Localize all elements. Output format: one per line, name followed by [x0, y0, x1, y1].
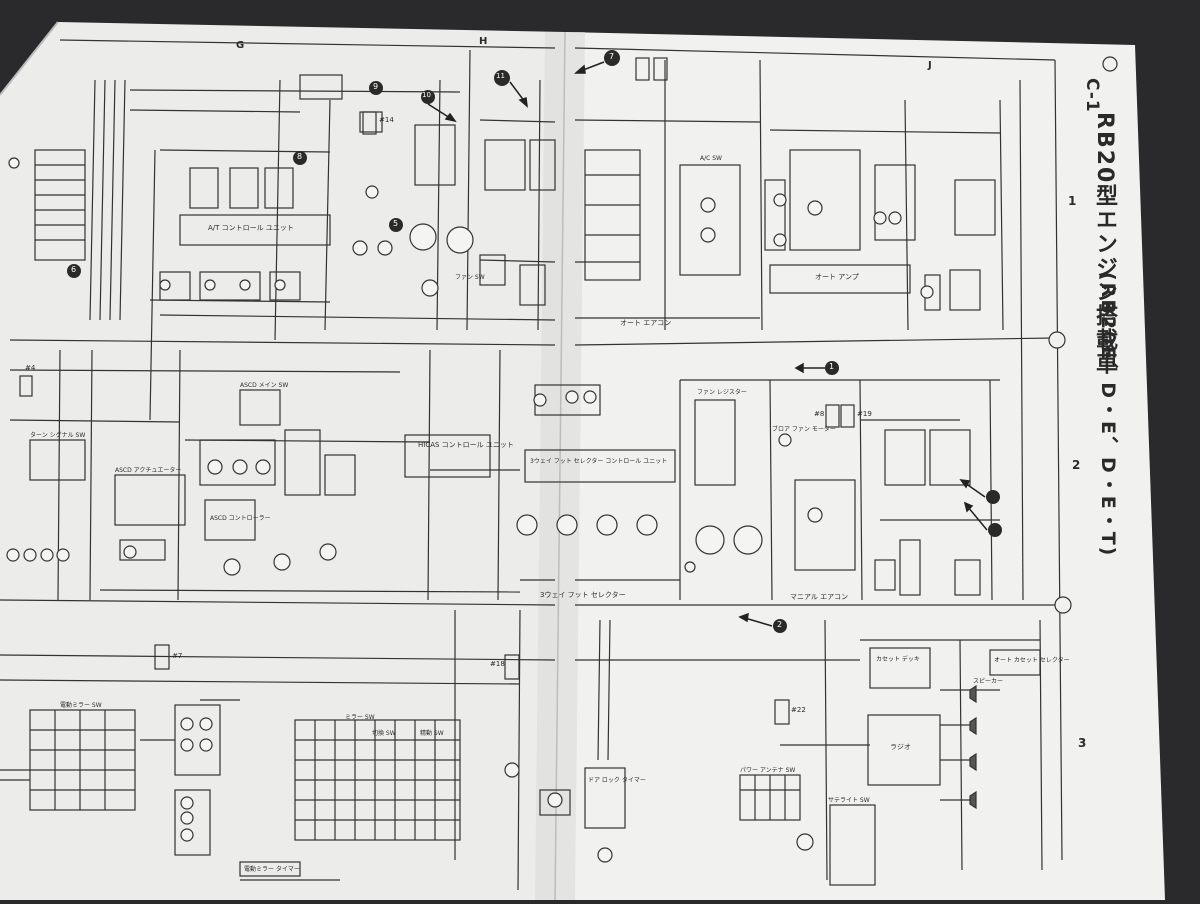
callout-9: 9 [373, 82, 379, 91]
fine-sw-header-label: 精動 SW [420, 730, 444, 737]
door-lock-timer-box [584, 767, 626, 829]
fuse-18-label: #18 [490, 660, 505, 668]
manual-aircon-section-label: マニアル エアコン [790, 593, 849, 601]
three-way-unit-label: 3ウェイ フット セレクター コントロール ユニット [530, 458, 668, 465]
row-marker-2: 2 [1072, 458, 1081, 472]
components [19, 57, 1041, 886]
door-lock-timer-label: ドア ロック タイマー [588, 777, 646, 784]
column-marker-h: H [479, 36, 488, 47]
callout-2: 2 [777, 620, 783, 629]
fan-sw-label: ファン SW [455, 274, 485, 281]
callout-markers [67, 50, 1002, 633]
ascd-controller-box [204, 499, 256, 541]
auto-aircon-section-label: オート エアコン [620, 319, 672, 327]
callout-arrows [427, 61, 988, 627]
fuse-4-label: #4 [25, 364, 36, 372]
grid-row-markers [1048, 331, 1072, 614]
hicas-unit-label: HICAS コントロール ユニット [418, 441, 514, 449]
speaker-label: スピーカー [973, 678, 1004, 685]
at-control-unit-label: A/T コントロール ユニット [208, 224, 294, 232]
power-antenna-sw-label: パワー アンテナ SW [740, 767, 796, 774]
ac-sw-label: A/C SW [700, 155, 722, 162]
round-components [6, 157, 934, 863]
radio-box [867, 714, 941, 786]
ascd-controller-label: ASCD コントローラー [210, 515, 271, 522]
row-marker-3: 3 [1078, 736, 1087, 750]
callout-5: 5 [393, 219, 399, 228]
fuse-8-label: #8 [814, 410, 825, 418]
blower-motor-label: ブロア ファン モーター [772, 426, 836, 433]
auto-cassette-label: オート カセット セレクター [994, 657, 1070, 664]
row-marker-1: 1 [1068, 194, 1077, 208]
column-marker-i: I [716, 26, 720, 37]
satellite-sw-label: サテライト SW [828, 797, 870, 804]
power-mirror-timer-label: 電動ミラー タイマー [244, 866, 300, 873]
page-edge [0, 21, 59, 96]
callout-6: 6 [71, 265, 77, 274]
cassette-deck-label: カセット デッキ [876, 656, 920, 663]
hicas-control-unit-box [404, 434, 491, 478]
three-way-selector-box [524, 449, 676, 483]
callout-11: 11 [496, 72, 505, 80]
switch-header-label: 切換 SW [372, 730, 396, 737]
fuse-19-label: #19 [857, 410, 872, 418]
ascd-actuator-label: ASCD アクチュエーター [115, 467, 182, 474]
auto-cassette-box [989, 649, 1041, 676]
power-mirror-sw-label: 電動ミラー SW [60, 702, 102, 709]
diagram-code: C-1 [1082, 78, 1102, 113]
turn-signal-sw-label: ターン シグナル SW [30, 432, 86, 439]
at-control-unit-box [179, 214, 331, 246]
callout-10: 10 [422, 91, 431, 99]
column-marker-j: J [928, 60, 932, 71]
auto-amp-label: オート アンプ [815, 273, 859, 281]
right-page [555, 32, 1165, 900]
ascd-main-sw-label: ASCD メイン SW [240, 382, 289, 389]
cassette-deck-box [869, 647, 931, 689]
three-way-section-label: 3ウェイ フット セレクター [540, 591, 626, 599]
grid-column-markers [1102, 56, 1118, 72]
auto-amp-box [769, 264, 911, 294]
page-fold [554, 31, 566, 901]
radio-label: ラジオ [890, 743, 911, 751]
diagram-subtitle: (RB20E、D・E、D・E・T) [1097, 272, 1119, 558]
column-marker-g: G [236, 40, 245, 51]
wire-network [0, 39, 1063, 891]
fuse-7-label: #7 [172, 652, 183, 660]
callout-8: 8 [297, 152, 303, 161]
callout-7: 7 [609, 52, 615, 61]
callout-1: 1 [829, 362, 835, 371]
fuse-14-label: #14 [379, 116, 394, 124]
speaker-icons [969, 684, 977, 810]
fan-resistor-label: ファン レジスター [697, 389, 747, 396]
mirror-sw-grid [29, 709, 136, 811]
fuse-22-label: #22 [791, 706, 806, 714]
diagram-title: RB20型エンジン搭載車 [1092, 112, 1117, 377]
mirror-sw-label: ミラー SW [345, 714, 375, 721]
